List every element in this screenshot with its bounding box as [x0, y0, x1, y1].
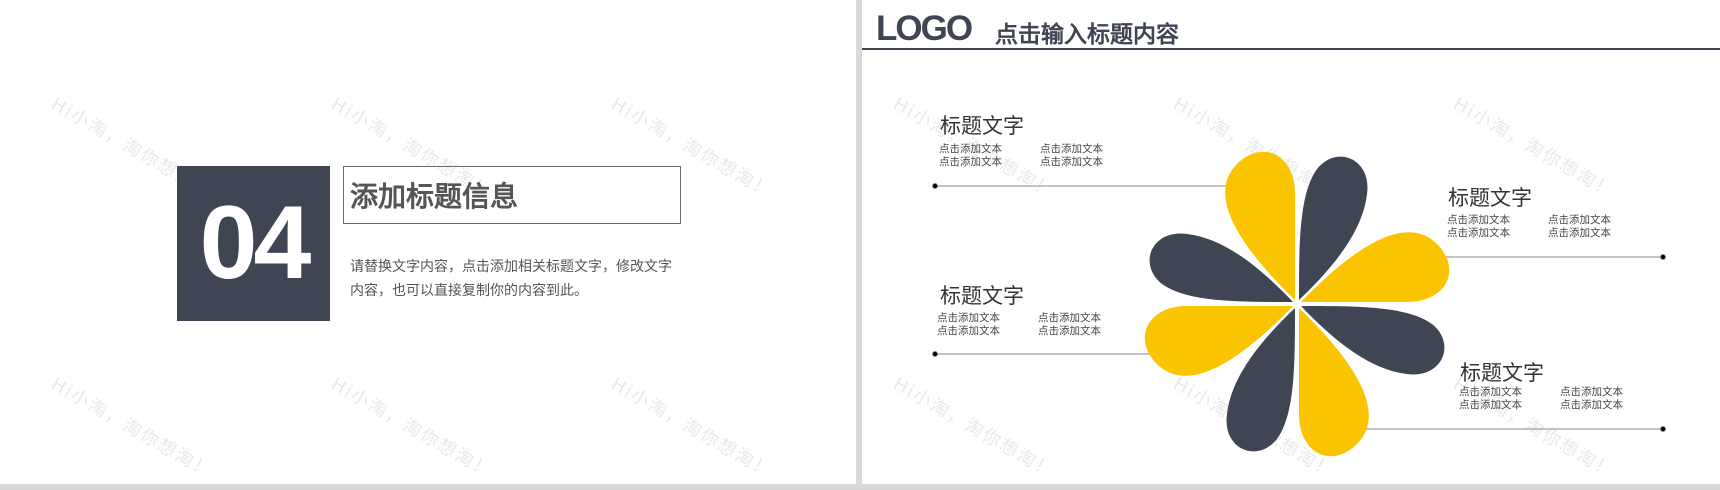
label-text[interactable]: 点击添加文本: [1560, 399, 1623, 411]
header-divider: [862, 48, 1720, 50]
label-text[interactable]: 点击添加文本: [1040, 156, 1103, 168]
petal-yellow: [1144, 306, 1293, 376]
label-text[interactable]: 点击添加文本: [1040, 143, 1103, 155]
watermark: Hi小淘，淘你想淘！: [327, 373, 497, 483]
label-text[interactable]: 点击添加文本: [1447, 227, 1510, 239]
petal-dark: [1299, 156, 1368, 300]
logo: LOGO: [876, 9, 973, 48]
label-title[interactable]: 标题文字: [940, 284, 1024, 308]
section-slide: Hi小淘，淘你想淘！ Hi小淘，淘你想淘！ Hi小淘，淘你想淘！ Hi小淘，淘你…: [0, 0, 856, 484]
label-text[interactable]: 点击添加文本: [937, 325, 1000, 337]
petal-yellow: [1299, 308, 1369, 457]
label-text[interactable]: 点击添加文本: [939, 143, 1002, 155]
label-title[interactable]: 标题文字: [1448, 186, 1532, 210]
connector-dot: [1660, 254, 1666, 260]
connector-dot: [1660, 426, 1666, 432]
label-text[interactable]: 点击添加文本: [1447, 214, 1510, 226]
label-text[interactable]: 点击添加文本: [1548, 214, 1611, 226]
slide-title[interactable]: 点击输入标题内容: [995, 22, 1179, 48]
label-text[interactable]: 点击添加文本: [937, 312, 1000, 324]
petal-diagram: [932, 151, 1666, 457]
petal-yellow: [1225, 151, 1295, 300]
label-text[interactable]: 点击添加文本: [1459, 386, 1522, 398]
connector-dot: [932, 183, 938, 189]
label-text[interactable]: 点击添加文本: [939, 156, 1002, 168]
section-title[interactable]: 添加标题信息: [343, 166, 681, 224]
section-number: 04: [177, 166, 330, 321]
watermark: Hi小淘，淘你想淘！: [47, 373, 217, 483]
label-title[interactable]: 标题文字: [940, 114, 1024, 138]
label-text[interactable]: 点击添加文本: [1038, 325, 1101, 337]
content-slide: Hi小淘，淘你想淘！ Hi小淘，淘你想淘！ Hi小淘，淘你想淘！ Hi小淘，淘你…: [862, 0, 1720, 484]
petal-yellow: [1301, 232, 1450, 302]
petal-dark: [1149, 233, 1293, 302]
section-description[interactable]: 请替换文字内容，点击添加相关标题文字，修改文字内容，也可以直接复制你的内容到此。: [350, 259, 672, 299]
petal-dark: [1301, 306, 1445, 375]
label-text[interactable]: 点击添加文本: [1548, 227, 1611, 239]
label-text[interactable]: 点击添加文本: [1459, 399, 1522, 411]
label-text[interactable]: 点击添加文本: [1560, 386, 1623, 398]
petal-dark: [1226, 308, 1295, 452]
label-text[interactable]: 点击添加文本: [1038, 312, 1101, 324]
connector-dot: [932, 351, 938, 357]
label-title[interactable]: 标题文字: [1460, 361, 1544, 385]
petal-pair: [1225, 151, 1368, 300]
watermark: Hi小淘，淘你想淘！: [607, 373, 777, 483]
